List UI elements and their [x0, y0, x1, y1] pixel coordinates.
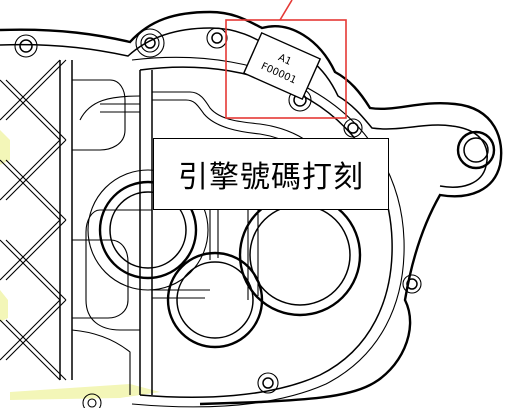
right-bore-inner	[249, 204, 351, 306]
hole-ear-right	[456, 130, 496, 170]
highlight-leader-line	[279, 0, 293, 21]
stamp-plate-rect	[242, 31, 322, 101]
hole-right-upper	[347, 122, 359, 134]
hole-bottom-center	[262, 377, 274, 389]
hole-top-center	[144, 37, 156, 49]
tint-left-upper	[0, 130, 10, 165]
hole-bottom-left	[82, 393, 102, 408]
left-bore-outer	[98, 180, 198, 280]
hole-right-lower	[406, 278, 418, 290]
hole-top-right	[211, 32, 223, 44]
highlight-box	[225, 19, 347, 119]
highlight-annotation	[225, 0, 347, 119]
left-bore-inner	[109, 191, 187, 269]
tint-left-lower	[0, 290, 8, 322]
hole-top-left	[19, 39, 33, 53]
callout-box: 引擎號碼打刻	[153, 138, 389, 210]
lower-bore-inner	[176, 261, 254, 339]
stamp-plate: A1 F00001	[242, 31, 322, 101]
bores	[87, 169, 362, 349]
callout-text: 引擎號碼打刻	[178, 160, 364, 195]
lattice-ribs	[0, 59, 131, 395]
stamp-label-line1: A1	[276, 52, 293, 67]
mounting-holes	[14, 27, 496, 408]
tint-bottom	[10, 384, 160, 400]
